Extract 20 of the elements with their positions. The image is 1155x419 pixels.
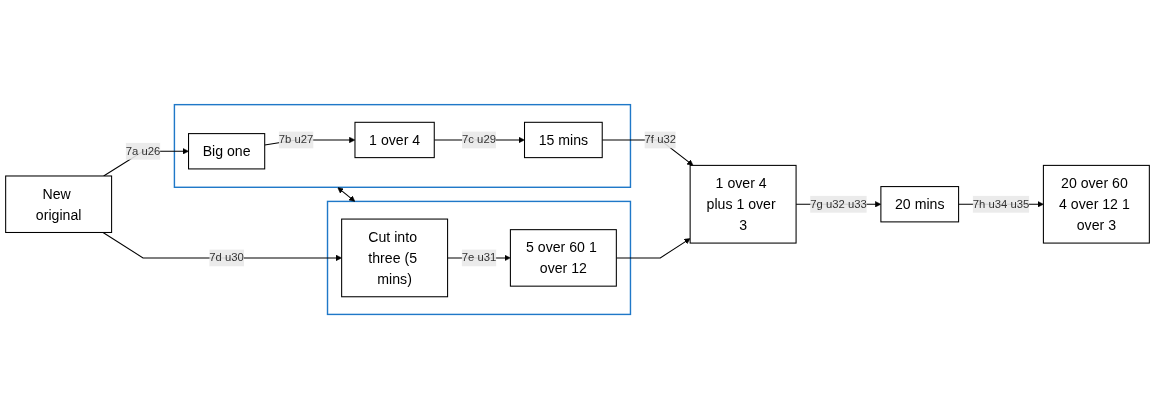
arrow — [337, 187, 356, 202]
node-box: 1 over 4 plus 1 over 3 — [689, 164, 797, 244]
edge-label: 7h u34 u35 — [972, 197, 1030, 210]
edge-label: 7a u26 — [125, 144, 161, 157]
edge-label: 7d u30 — [209, 251, 244, 264]
node-box: 5 over 60 1 over 12 — [509, 229, 617, 287]
cluster — [173, 103, 632, 188]
node-box: Cut into three (5 mins) — [341, 218, 449, 298]
node-box: 1 over 4 — [354, 121, 435, 159]
node-box: Big one — [188, 133, 266, 170]
edge-label: 7e u31 — [461, 251, 497, 264]
node-box: New original — [5, 175, 113, 233]
edge-label: 7b u27 — [278, 133, 314, 146]
node-box: 15 mins — [524, 121, 603, 159]
edge-label: 7g u32 u33 — [810, 197, 867, 210]
node-box: 20 over 60 4 over 12 1 over 3 — [1042, 164, 1150, 244]
node-box: 20 mins — [880, 186, 960, 223]
edge-label: 7c u29 — [462, 133, 496, 146]
cluster — [326, 200, 632, 316]
edge-label: 7f u32 — [644, 133, 677, 146]
